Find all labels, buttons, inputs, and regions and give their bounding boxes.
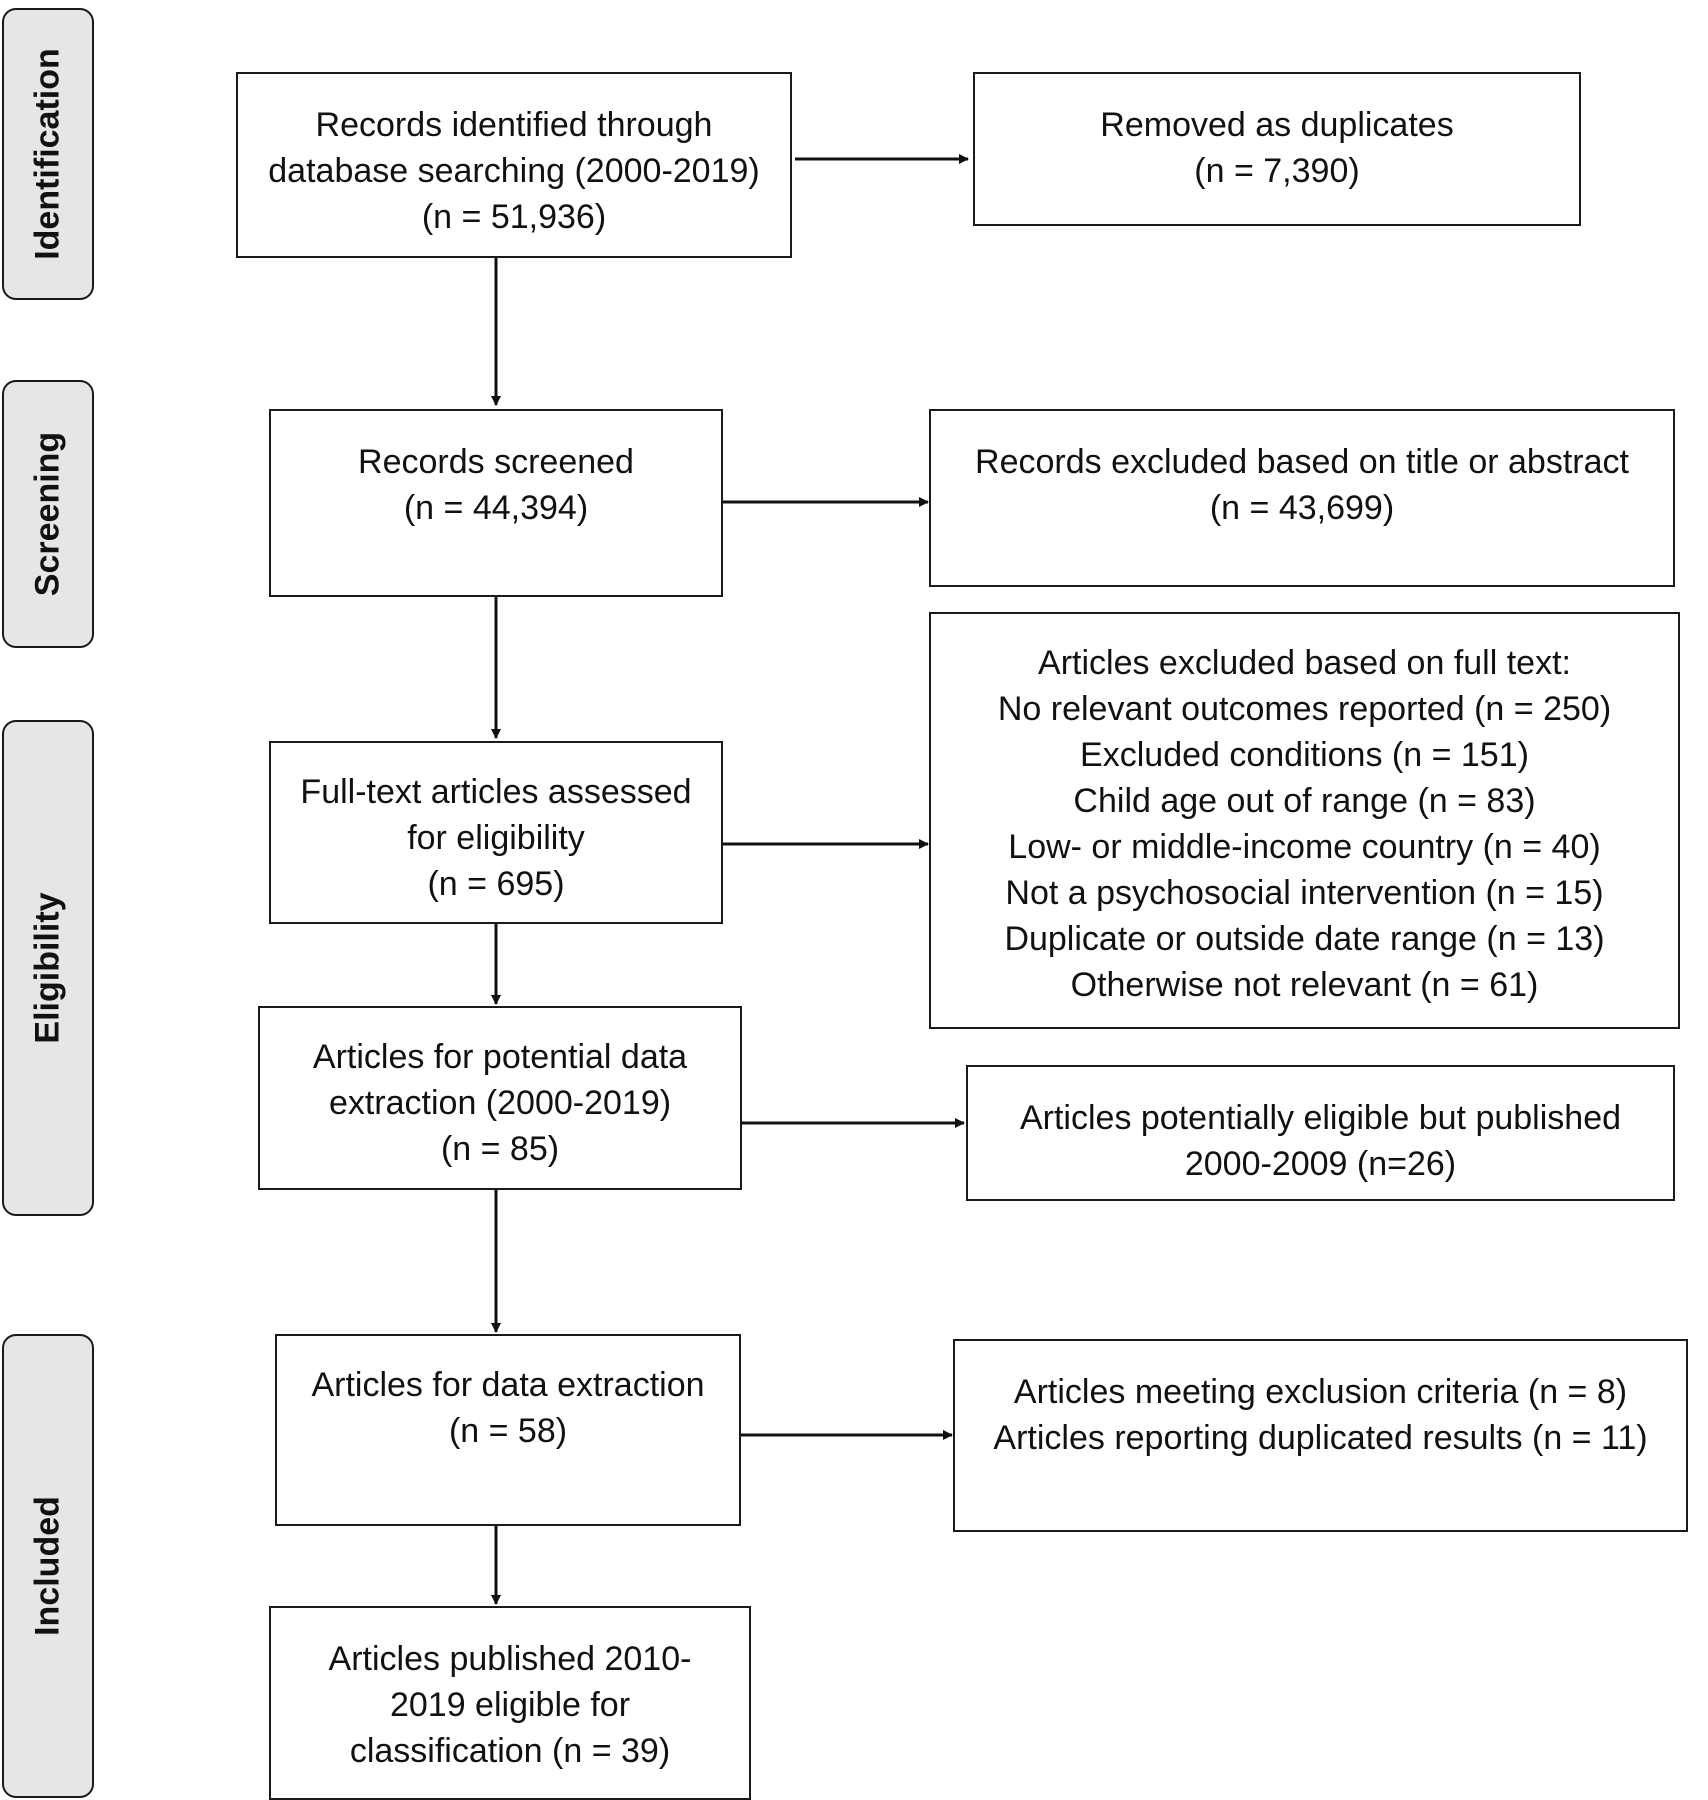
box-line: (n = 43,699) [1209, 489, 1395, 527]
box-line: extraction (2000-2019) [328, 1084, 672, 1122]
box-published-2000-2009: Articles potentially eligible but publis… [966, 1065, 1675, 1201]
box-potential-extraction: Articles for potential data extraction (… [258, 1006, 742, 1190]
box-line: Otherwise not relevant (n = 61) [1070, 966, 1539, 1004]
box-line: Excluded conditions (n = 151) [1080, 736, 1529, 774]
stage-screening: Screening [2, 380, 94, 648]
box-line: Articles for data extraction [311, 1366, 705, 1404]
stage-included: Included [2, 1334, 94, 1798]
box-line: Low- or middle-income country (n = 40) [1008, 828, 1601, 866]
box-line: (n = 44,394) [403, 489, 589, 527]
box-line: (n = 695) [427, 865, 565, 903]
box-line: Articles reporting duplicated results (n… [993, 1419, 1648, 1457]
box-line: Articles published 2010- [328, 1640, 692, 1678]
box-line: Full-text articles assessed [300, 773, 692, 811]
box-line: Records screened [358, 443, 634, 481]
box-line: database searching (2000-2019) [268, 152, 760, 190]
box-line: Removed as duplicates [1100, 106, 1454, 144]
box-line: Child age out of range (n = 83) [1073, 782, 1536, 820]
box-fulltext-excluded: Articles excluded based on full text: No… [929, 612, 1680, 1029]
box-line: for eligibility [407, 819, 585, 857]
box-fulltext-assessed: Full-text articles assessed for eligibil… [269, 741, 723, 924]
box-line: Articles for potential data [312, 1038, 688, 1076]
box-data-extraction: Articles for data extraction (n = 58) [275, 1334, 741, 1526]
box-eligible-classification: Articles published 2010- 2019 eligible f… [269, 1606, 751, 1800]
box-removed-duplicates: Removed as duplicates (n = 7,390) [973, 72, 1581, 226]
box-line: No relevant outcomes reported (n = 250) [997, 690, 1612, 728]
box-records-screened: Records screened (n = 44,394) [269, 409, 723, 597]
box-line: Articles excluded based on full text: [1038, 644, 1571, 682]
box-line: Records identified through [315, 106, 713, 144]
box-line: Records excluded based on title or abstr… [975, 443, 1629, 481]
stage-eligibility: Eligibility [2, 720, 94, 1216]
box-line: 2000-2009 (n=26) [1184, 1145, 1457, 1183]
box-line: Articles meeting exclusion criteria (n =… [1013, 1373, 1628, 1411]
box-line: Not a psychosocial intervention (n = 15) [1005, 874, 1604, 912]
box-records-identified: Records identified through database sear… [236, 72, 792, 258]
box-line: (n = 85) [440, 1130, 560, 1168]
box-line: classification (n = 39) [349, 1732, 671, 1770]
box-line: (n = 51,936) [421, 198, 607, 236]
box-exclusion-criteria: Articles meeting exclusion criteria (n =… [953, 1339, 1688, 1532]
box-records-excluded: Records excluded based on title or abstr… [929, 409, 1675, 587]
box-line: (n = 7,390) [1194, 152, 1360, 190]
box-line: Duplicate or outside date range (n = 13) [1004, 920, 1605, 958]
box-line: 2019 eligible for [389, 1686, 631, 1724]
box-line: (n = 58) [448, 1412, 568, 1450]
box-line: Articles potentially eligible but publis… [1019, 1099, 1622, 1137]
stage-identification: Identification [2, 8, 94, 300]
